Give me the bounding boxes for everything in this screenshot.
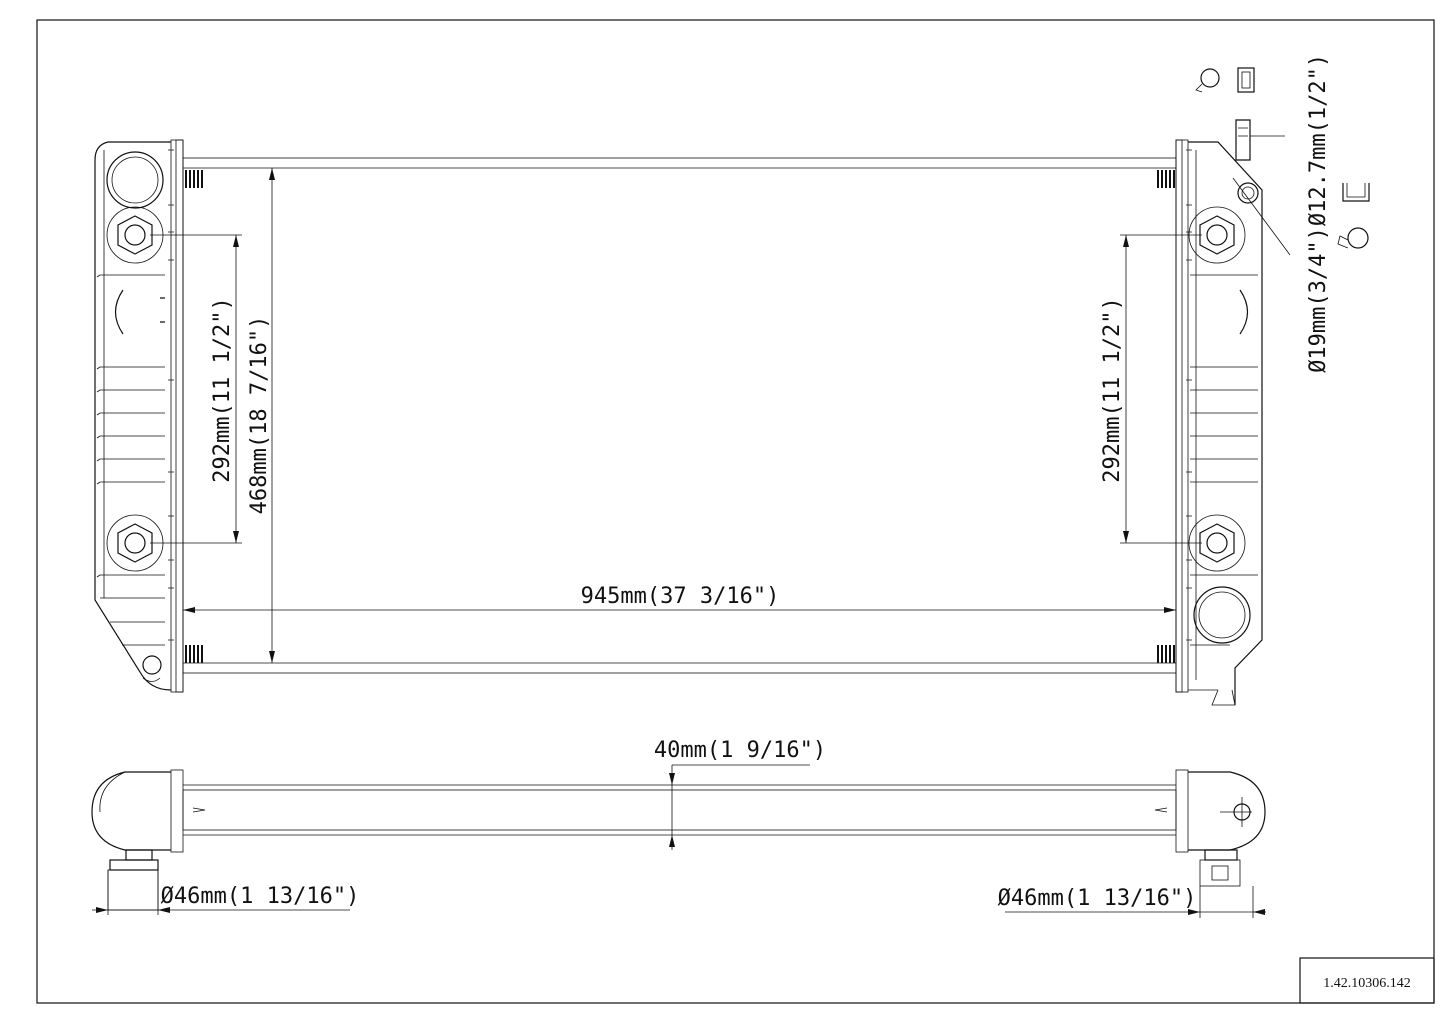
outlet-diameter-dimension: Ø46mm(1 13/16") [998, 886, 1266, 918]
thickness-dimension: 40mm(1 9/16") [654, 738, 826, 850]
hose-end-icon [1237, 67, 1255, 93]
core-height-label: 468mm(18 7/16") [247, 316, 272, 515]
height-dimension: 468mm(18 7/16") [247, 168, 275, 663]
drain-plug-icon [142, 655, 162, 675]
core-width-label: 945mm(37 3/16") [581, 584, 780, 609]
outlet-neck-side-icon [1199, 849, 1241, 887]
inlet-neck-side-icon [107, 849, 159, 911]
bolt-spacing-right-label: 292mm(11 1/2") [1100, 297, 1125, 482]
left-tank-side [91, 771, 171, 851]
part-number-box [1299, 957, 1435, 1004]
mount-bolt-icon [1188, 514, 1246, 572]
overflow-fitting-label: Ø12.7mm(1/2") [1306, 54, 1331, 226]
inlet-diameter-dimension: Ø46mm(1 13/16") [92, 870, 359, 915]
trans-fitting-label: Ø19mm(3/4") [1306, 227, 1331, 373]
part-number: 1.42.10306.142 [1323, 976, 1411, 991]
inlet-neck-icon [106, 151, 164, 209]
overflow-pipe-icon [1235, 119, 1251, 161]
bolt-spacing-left-dimension: 292mm(11 1/2") [150, 234, 242, 544]
hose-clamp-icon [1337, 227, 1369, 249]
width-dimension: 945mm(37 3/16") [183, 584, 1176, 613]
drawing-border [36, 19, 1435, 1004]
bolt-spacing-right-dimension: 292mm(11 1/2") [1100, 234, 1202, 544]
side-view: 40mm(1 9/16") Ø46mm(1 13/16") Ø46mm(1 13… [91, 738, 1266, 918]
inlet-diameter-label: Ø46mm(1 13/16") [161, 884, 360, 909]
trans-fitting-icon [1237, 182, 1259, 204]
hose-u-icon [1342, 183, 1370, 202]
core-thickness-label: 40mm(1 9/16") [654, 738, 826, 763]
core-side-outline [182, 789, 1177, 831]
left-tank [94, 141, 174, 691]
outlet-diameter-label: Ø46mm(1 13/16") [998, 886, 1197, 911]
bolt-spacing-left-label: 292mm(11 1/2") [210, 297, 235, 482]
right-tank [1186, 119, 1291, 706]
front-view: 945mm(37 3/16") 468mm(18 7/16") 292mm(11… [94, 54, 1370, 706]
fitting-callouts: Ø12.7mm(1/2") Ø19mm(3/4") [1195, 54, 1370, 373]
outlet-neck-icon [1193, 586, 1251, 644]
hose-clamp-icon [1195, 68, 1220, 93]
right-tank-side [1188, 771, 1266, 851]
